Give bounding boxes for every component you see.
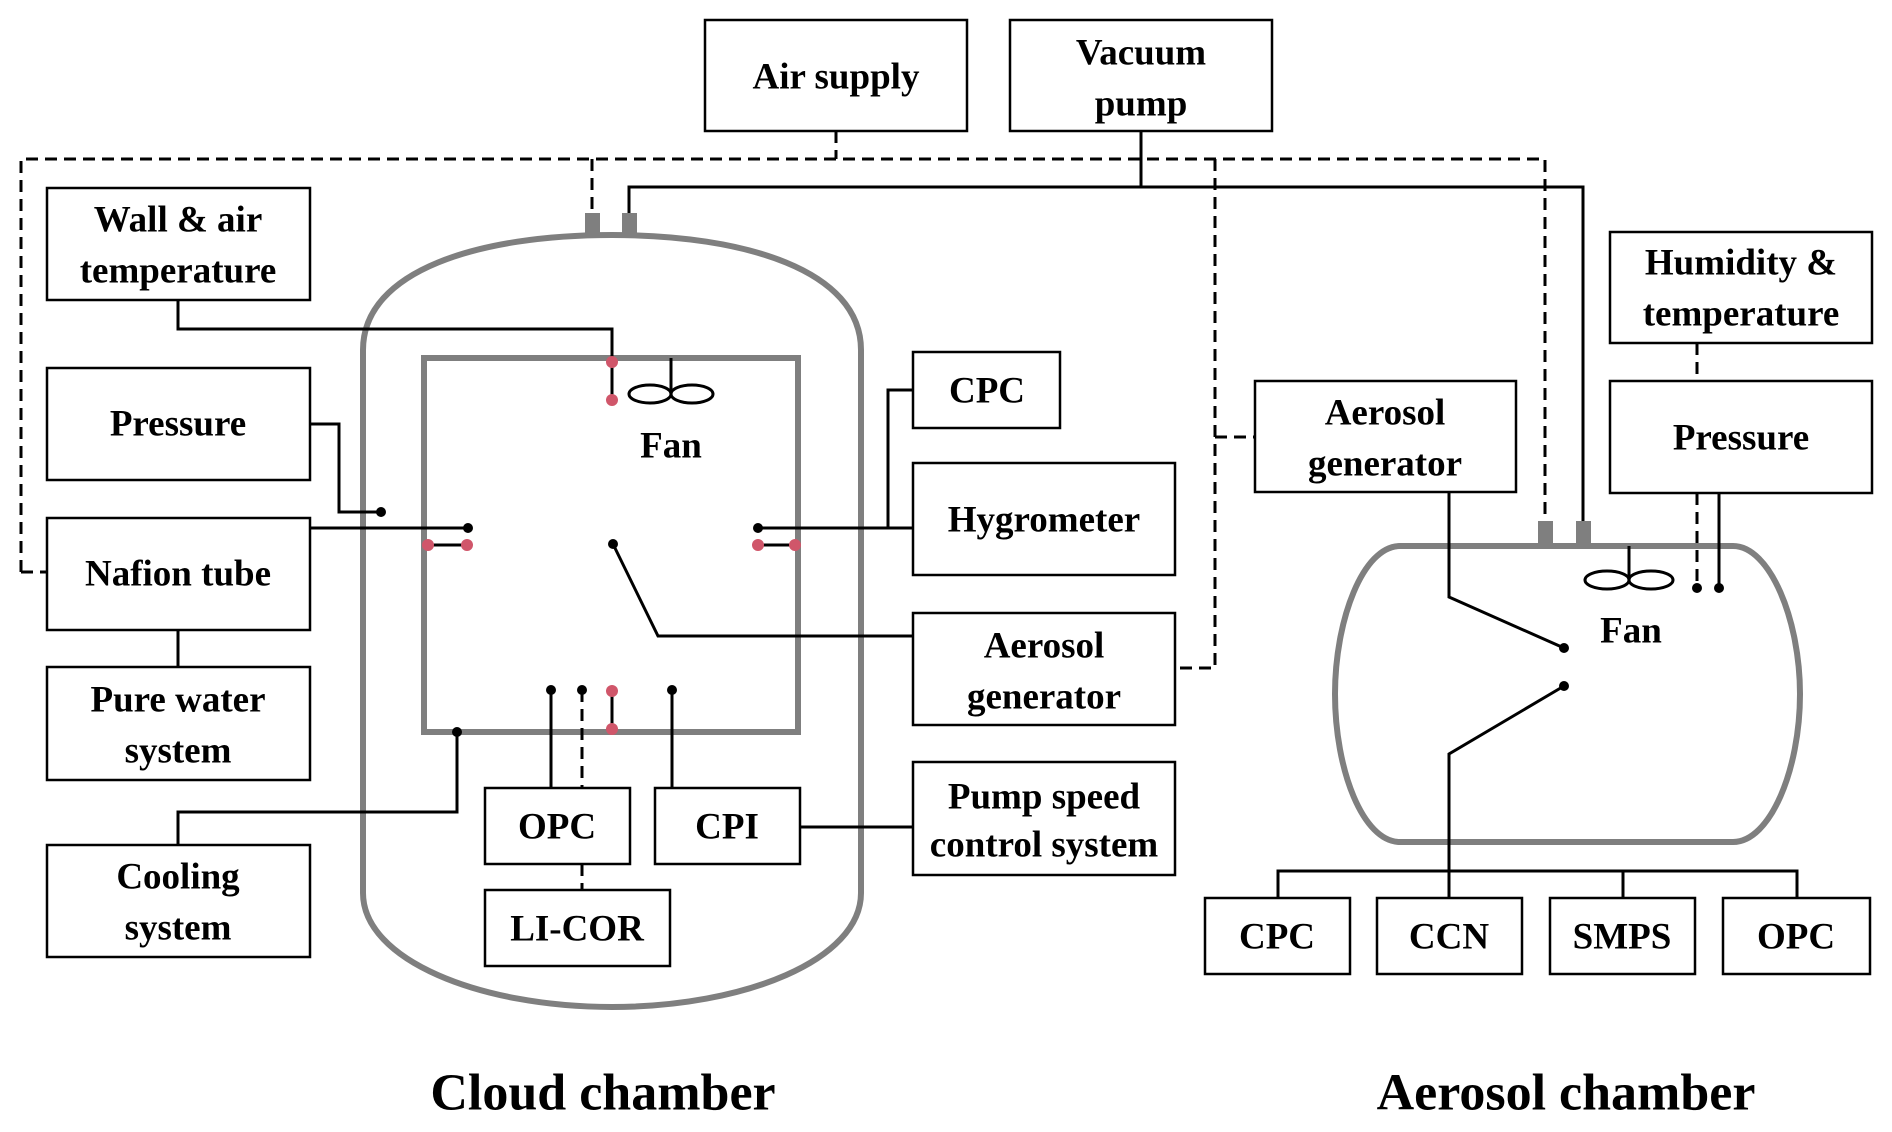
left-air-sensor-dot [461, 539, 473, 551]
right-wall-sensor-dot [789, 539, 801, 551]
licor-sample-dot [577, 685, 587, 695]
li-cor-label: LI-COR [510, 909, 645, 950]
cpc-line [886, 388, 913, 528]
cpi-sample-dot [667, 685, 677, 695]
pressure-label: Pressure [110, 404, 246, 445]
aerosol-generator-box: Aerosol generator [1253, 379, 1518, 494]
pressure-port-dot [376, 507, 386, 517]
cloud-opc-label: OPC [518, 807, 596, 848]
pressure-line [310, 422, 381, 514]
aerosol-fan-icon [1583, 569, 1675, 591]
cloud-cpc-box: CPC [911, 350, 1062, 430]
aerosol-generator-injection-line [1447, 492, 1565, 650]
aerosol-pressure-label: Pressure [1673, 418, 1809, 459]
cloud-chamber-wiring [176, 300, 913, 890]
vacuum-pump-label-line1: Vacuum [1076, 33, 1206, 74]
instrument-manifold-line [1276, 869, 1799, 898]
aerosol-pressure-box: Pressure [1608, 379, 1874, 495]
cloud-chamber-vacuum-port [622, 213, 637, 237]
pure-water-system-box: Pure water system [45, 665, 312, 782]
cooling-line [176, 732, 459, 845]
cooling-system-box: Cooling system [45, 843, 312, 959]
air-supply-label: Air supply [753, 57, 920, 98]
cloud-fan-icon [627, 383, 715, 405]
pump-speed-control-box: Pump speed control system [911, 760, 1177, 877]
ccn-label: CCN [1409, 917, 1489, 958]
air-supply-main-dashed-line [19, 157, 1547, 572]
aerosol-opc-box: OPC [1721, 896, 1872, 976]
pure-water-label-line2: system [125, 731, 232, 772]
aerosol-chamber-vacuum-port [1576, 521, 1591, 546]
wall-temp-sensor-dot [606, 356, 618, 368]
left-wall-sensor-dot [422, 539, 434, 551]
aerosol-fan-label: Fan [1600, 611, 1662, 652]
hygrometer-label: Hygrometer [948, 500, 1140, 541]
vacuum-pump-label-line2: pump [1095, 84, 1188, 125]
cooling-port-dot [452, 727, 462, 737]
aerosol-chamber-wiring [1276, 343, 1799, 898]
humidity-temperature-box: Humidity & temperature [1608, 230, 1874, 345]
aerosol-chamber-wall [1331, 543, 1804, 845]
cloud-aerosol-generator-label-line1: Aerosol [984, 626, 1105, 667]
pressure-probe-dot [1714, 583, 1724, 593]
opc-sample-dot [546, 685, 556, 695]
li-cor-box: LI-COR [483, 888, 672, 968]
air-temp-sensor-dot [606, 394, 618, 406]
aerosol-generator-label-line1: Aerosol [1325, 393, 1446, 434]
cloud-fan-label: Fan [640, 426, 702, 467]
cloud-cpc-label: CPC [949, 371, 1025, 412]
hygrometer-port-dot [753, 523, 763, 533]
vacuum-main-line [627, 185, 1585, 521]
vacuum-solid-lines [627, 131, 1585, 521]
wall-air-temperature-label-line2: temperature [80, 251, 277, 292]
cloud-chamber-inlet-port [585, 213, 600, 237]
nafion-tube-label: Nafion tube [85, 554, 271, 595]
hygrometer-box: Hygrometer [911, 461, 1177, 577]
right-air-sensor-dot [752, 539, 764, 551]
air-to-aerosol-generator-dashed-line [1175, 159, 1217, 670]
bottom-air-sensor-dot [606, 685, 618, 697]
air-supply-dashed-lines [19, 131, 1547, 670]
cloud-aerosol-generator-box: Aerosol generator [911, 611, 1177, 727]
aerosol-cpc-box: CPC [1203, 896, 1352, 976]
smps-label: SMPS [1573, 917, 1672, 958]
air-supply-box: Air supply [703, 18, 969, 133]
cloud-opc-box: OPC [483, 786, 632, 866]
humidity-probe-dot [1692, 583, 1702, 593]
pump-speed-label-line1: Pump speed [948, 777, 1141, 818]
humidity-temperature-label-line2: temperature [1643, 294, 1840, 335]
vacuum-pump-box: Vacuum pump [1008, 18, 1274, 133]
humidity-temperature-label-line1: Humidity & [1645, 243, 1837, 284]
cooling-label-line2: system [125, 908, 232, 949]
cpi-label: CPI [695, 807, 759, 848]
cloud-chamber-title: Cloud chamber [430, 1065, 775, 1122]
pump-speed-label-line2: control system [930, 825, 1159, 866]
aerosol-sampling-dot [1559, 681, 1569, 691]
wall-air-temperature-label-line1: Wall & air [94, 200, 263, 241]
aerosol-generator-label-line2: generator [1308, 444, 1462, 485]
nafion-tube-box: Nafion tube [45, 516, 312, 632]
pure-water-label-line1: Pure water [91, 680, 266, 721]
cloud-aerosol-generator-label-line2: generator [967, 677, 1121, 718]
nafion-port-dot [463, 523, 473, 533]
aerosol-opc-label: OPC [1757, 917, 1835, 958]
aerosol-chamber-title: Aerosol chamber [1377, 1065, 1756, 1122]
aerosol-injection-dot [608, 539, 618, 549]
aerosol-chamber-vessel [1331, 521, 1804, 845]
aerosol-injection-dot [1559, 643, 1569, 653]
ccn-box: CCN [1375, 896, 1524, 976]
wall-air-temperature-box: Wall & air temperature [45, 186, 312, 302]
bottom-wall-sensor-dot [606, 723, 618, 735]
aerosol-chamber-inlet-port [1538, 521, 1553, 546]
aerosol-sampling-line [1447, 684, 1565, 871]
cooling-label-line1: Cooling [116, 857, 240, 898]
smps-box: SMPS [1548, 896, 1697, 976]
aerosol-cpc-label: CPC [1239, 917, 1315, 958]
pressure-box: Pressure [45, 366, 312, 482]
cpi-box: CPI [653, 786, 802, 866]
cloud-chamber-outer-wall [360, 231, 864, 1011]
aerosol-injection-line [611, 543, 913, 638]
